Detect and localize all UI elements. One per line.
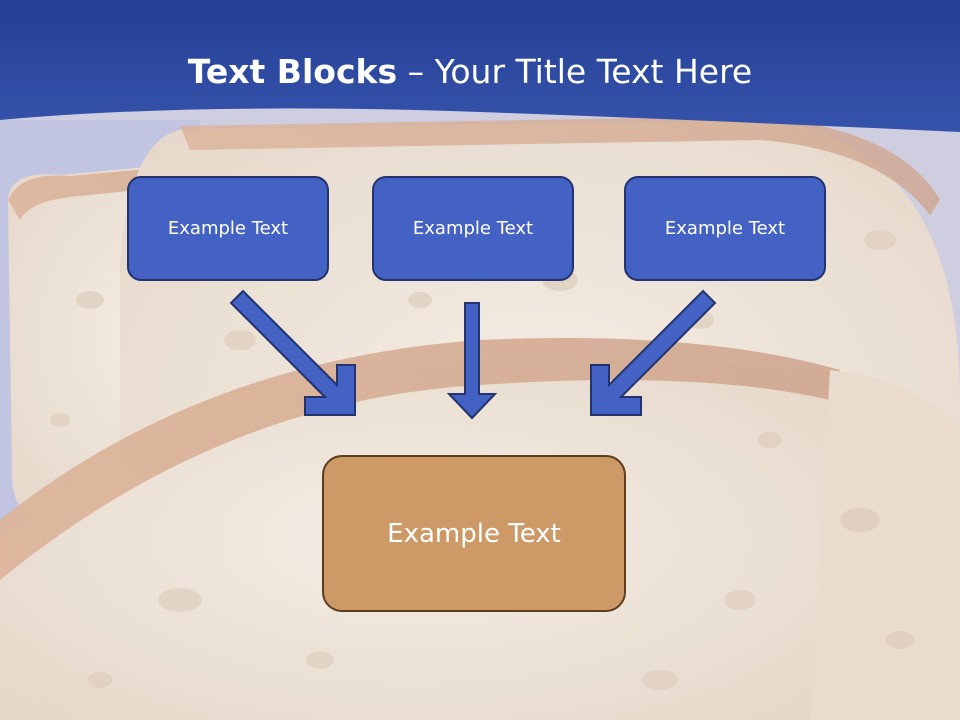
slide-title: Text Blocks – Your Title Text Here [0, 52, 940, 91]
text-block-result[interactable]: Example Text [322, 455, 626, 612]
text-block-right[interactable]: Example Text [624, 176, 826, 281]
text-block-center-label: Example Text [412, 218, 534, 239]
title-banner [0, 0, 960, 132]
text-block-left-label: Example Text [167, 218, 289, 239]
title-bold-part: Text Blocks [187, 52, 398, 91]
arrow-right-diagonal [590, 289, 717, 416]
arrow-left-diagonal [229, 289, 356, 416]
text-block-center[interactable]: Example Text [372, 176, 574, 281]
text-block-result-label: Example Text [387, 518, 561, 549]
text-block-left[interactable]: Example Text [127, 176, 329, 281]
text-block-right-label: Example Text [664, 218, 786, 239]
arrow-center-down [446, 302, 498, 420]
title-rest: Your Title Text Here [434, 52, 753, 91]
title-dash: – [397, 52, 435, 91]
